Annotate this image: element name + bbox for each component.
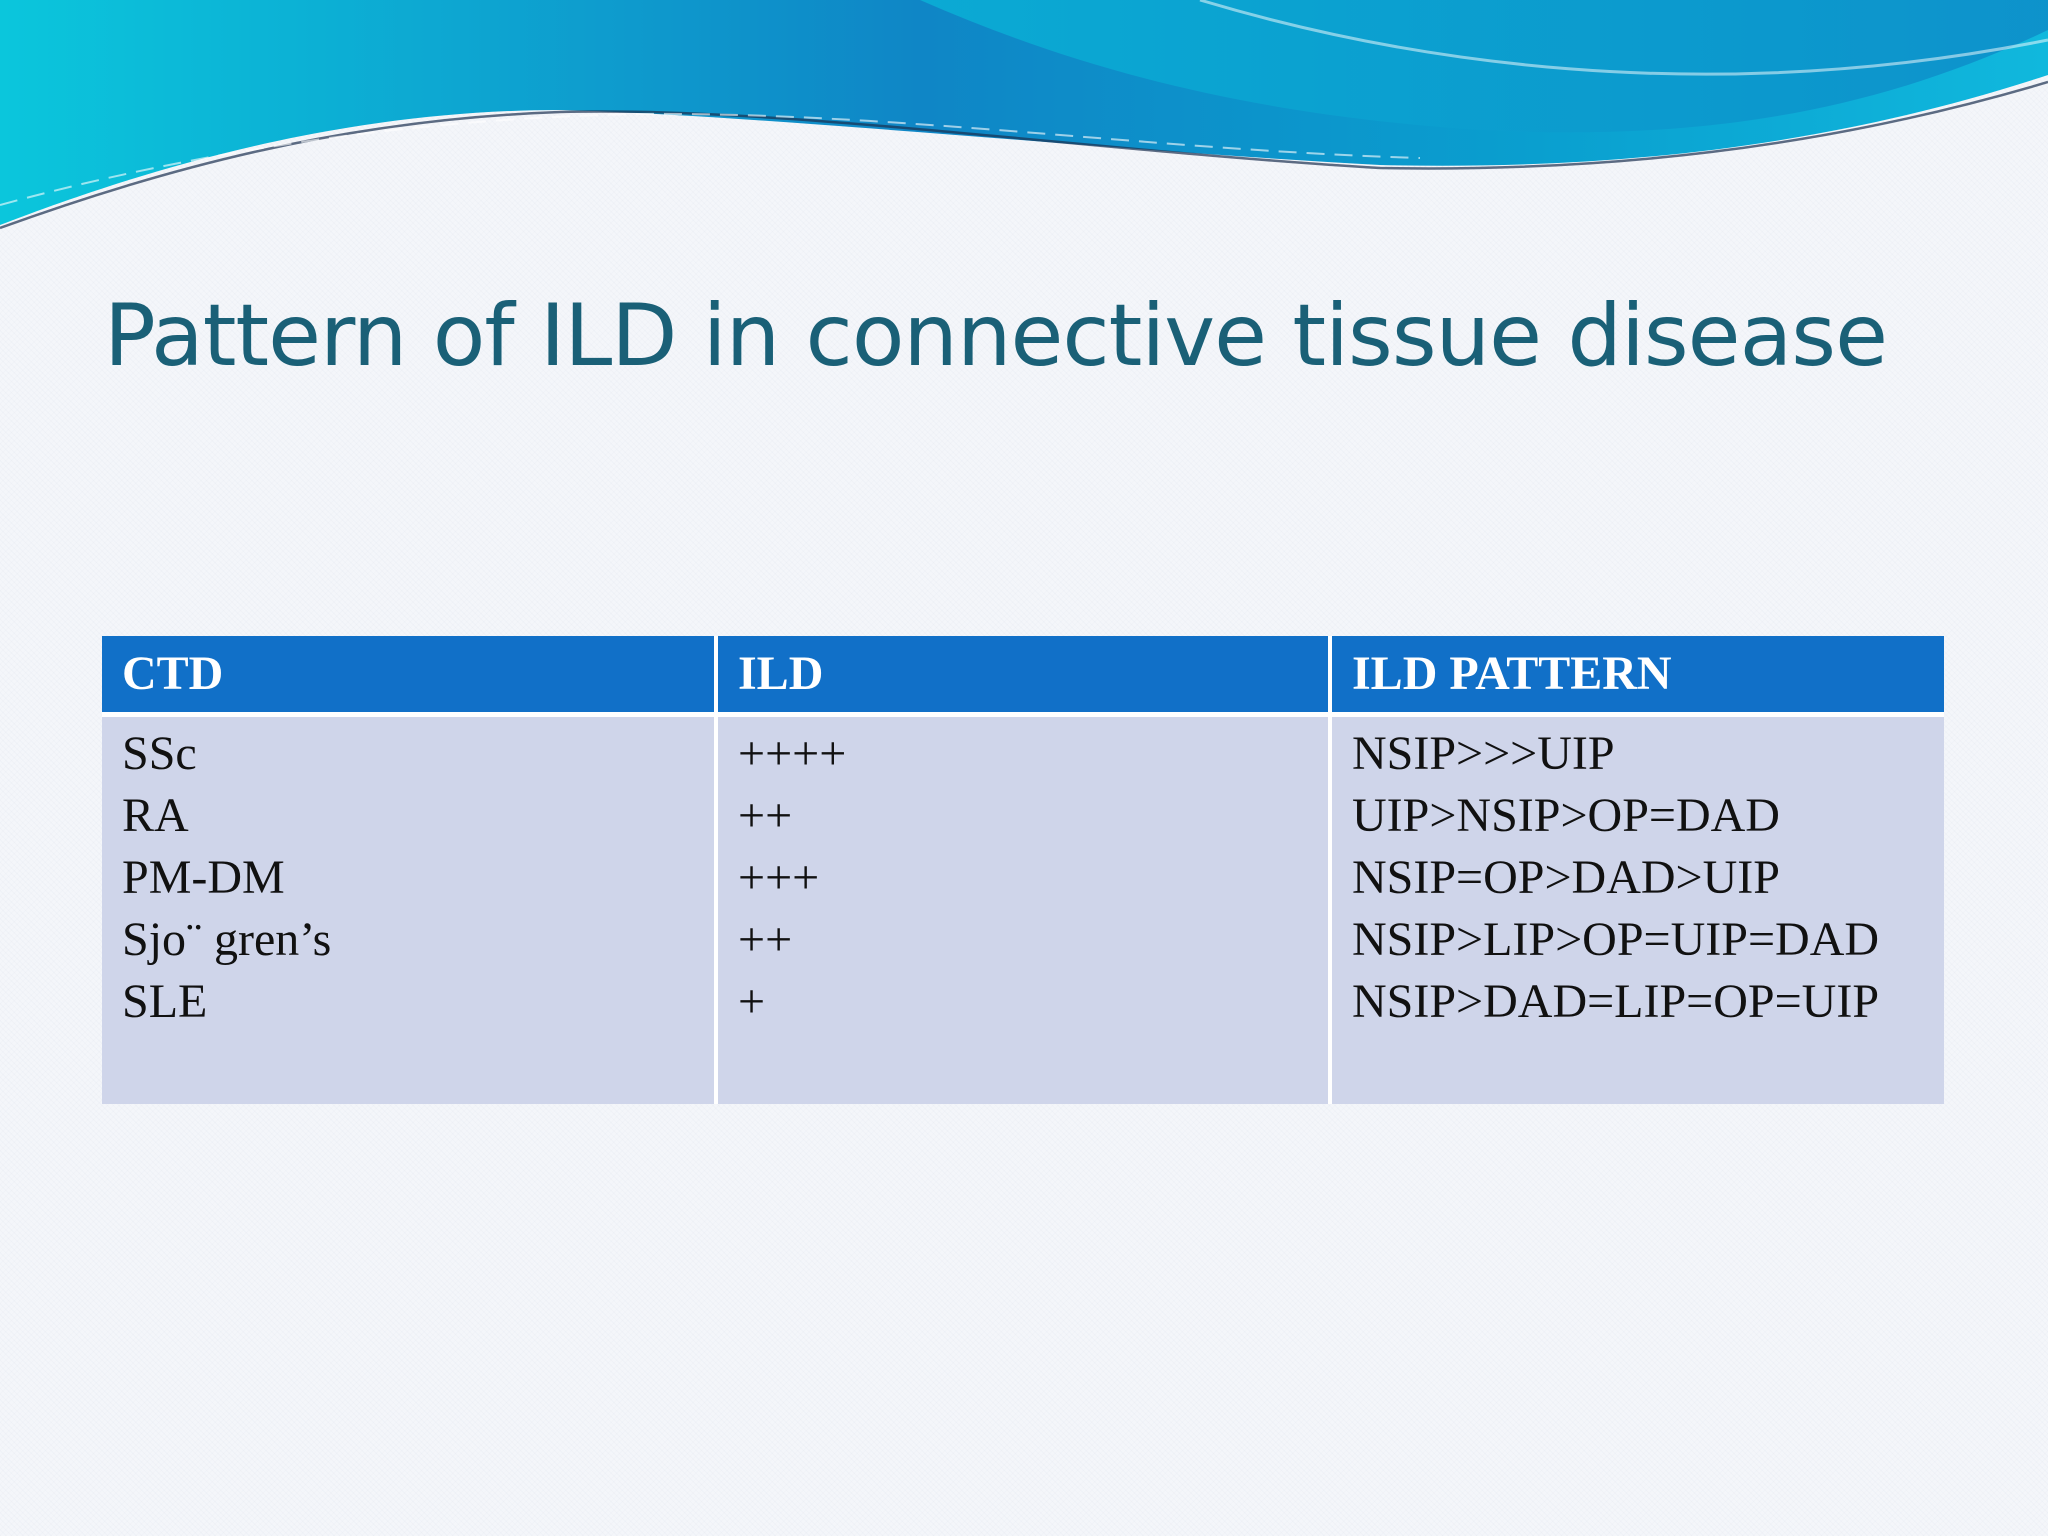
- ctd-ild-table-container: CTD ILD ILD PATTERN SSc RA PM-DM Sjo¨ gr…: [102, 636, 1944, 1104]
- column-header-ild-pattern: ILD PATTERN: [1330, 636, 1944, 717]
- ctd-cell: PM-DM: [122, 850, 285, 904]
- ctd-ild-table: CTD ILD ILD PATTERN SSc RA PM-DM Sjo¨ gr…: [102, 636, 1944, 1104]
- ctd-column-cell: SSc RA PM-DM Sjo¨ gren’s SLE: [102, 714, 718, 1104]
- ild-pattern-cell: NSIP>>>UIP: [1352, 726, 1615, 780]
- ild-cell: ++++: [738, 726, 847, 780]
- ild-cell: ++: [738, 788, 793, 842]
- ild-cell: +++: [738, 850, 820, 904]
- ctd-cell: Sjo¨ gren’s: [122, 912, 332, 966]
- ild-pattern-cell: UIP>NSIP>OP=DAD: [1352, 788, 1780, 842]
- ild-pattern-cell: NSIP=OP>DAD>UIP: [1352, 850, 1780, 904]
- ctd-cell: SSc: [122, 726, 197, 780]
- column-header-ild: ILD: [716, 636, 1332, 717]
- ctd-cell: SLE: [122, 974, 208, 1028]
- column-header-ctd: CTD: [102, 636, 718, 717]
- slide-title: Pattern of ILD in connective tissue dise…: [104, 286, 1888, 386]
- ild-column-cell: ++++ ++ +++ ++ +: [716, 714, 1332, 1104]
- ctd-cell: RA: [122, 788, 189, 842]
- ild-pattern-cell: NSIP>LIP>OP=UIP=DAD: [1352, 912, 1880, 966]
- ild-cell: ++: [738, 912, 793, 966]
- ild-pattern-column-cell: NSIP>>>UIP UIP>NSIP>OP=DAD NSIP=OP>DAD>U…: [1330, 714, 1944, 1104]
- ild-pattern-cell: NSIP>DAD=LIP=OP=UIP: [1352, 974, 1880, 1028]
- table-header-row: CTD ILD ILD PATTERN: [102, 636, 1944, 717]
- table-body-row: SSc RA PM-DM Sjo¨ gren’s SLE ++++ ++ +++…: [102, 714, 1944, 1104]
- ild-cell: +: [738, 974, 766, 1028]
- header-wave-decoration: [0, 0, 2048, 230]
